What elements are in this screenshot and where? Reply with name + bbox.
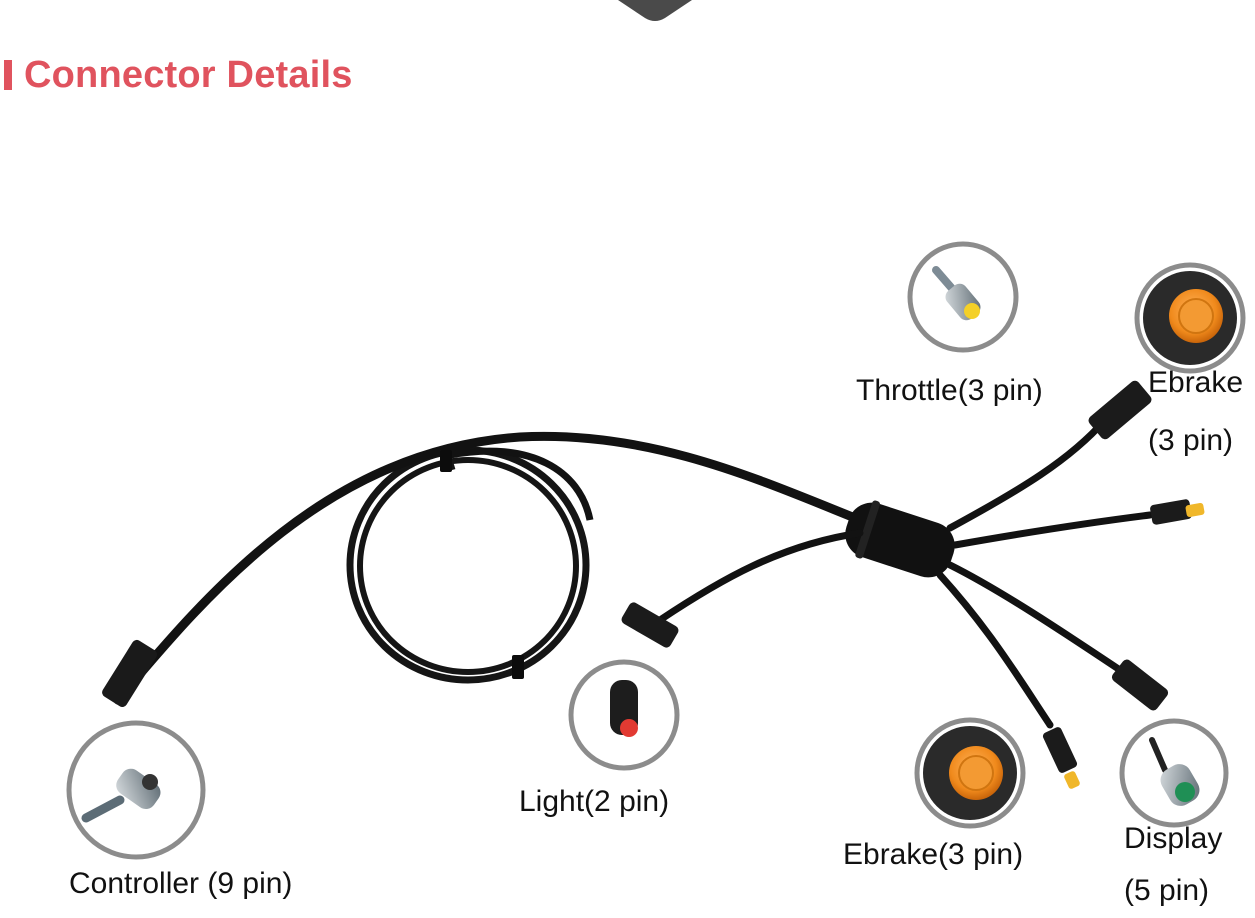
section-header: Connector Details <box>4 50 353 100</box>
splitter-hub <box>845 500 955 578</box>
main-cable <box>113 431 865 705</box>
branch-cables <box>656 416 1154 729</box>
display-label-line1: Display <box>1124 822 1223 855</box>
display-label-line2: (5 pin) <box>1124 874 1210 907</box>
page-title: Connector Details <box>24 53 353 96</box>
throttle-label: Throttle(3 pin) <box>856 374 1043 407</box>
ebrake-bottom-connector-icon <box>914 717 1026 829</box>
throttle-connector-icon <box>907 241 1019 353</box>
display-connector-icon <box>1119 718 1229 828</box>
controller-plug <box>102 639 158 707</box>
light-label: Light(2 pin) <box>519 785 670 818</box>
controller-connector-icon <box>66 720 206 860</box>
ebrake-top-connector-icon <box>1134 262 1246 374</box>
header-accent-bar <box>4 60 12 90</box>
ebrake-top-label-line2: (3 pin) <box>1148 424 1234 457</box>
controller-label: Controller (9 pin) <box>69 867 293 900</box>
top-tab-shape <box>618 0 692 21</box>
ebrake-bottom-label: Ebrake(3 pin) <box>843 838 1024 871</box>
light-connector-icon <box>568 659 680 771</box>
ebrake-top-label-line1: Ebrake <box>1148 366 1244 399</box>
cable-coil <box>346 446 590 684</box>
